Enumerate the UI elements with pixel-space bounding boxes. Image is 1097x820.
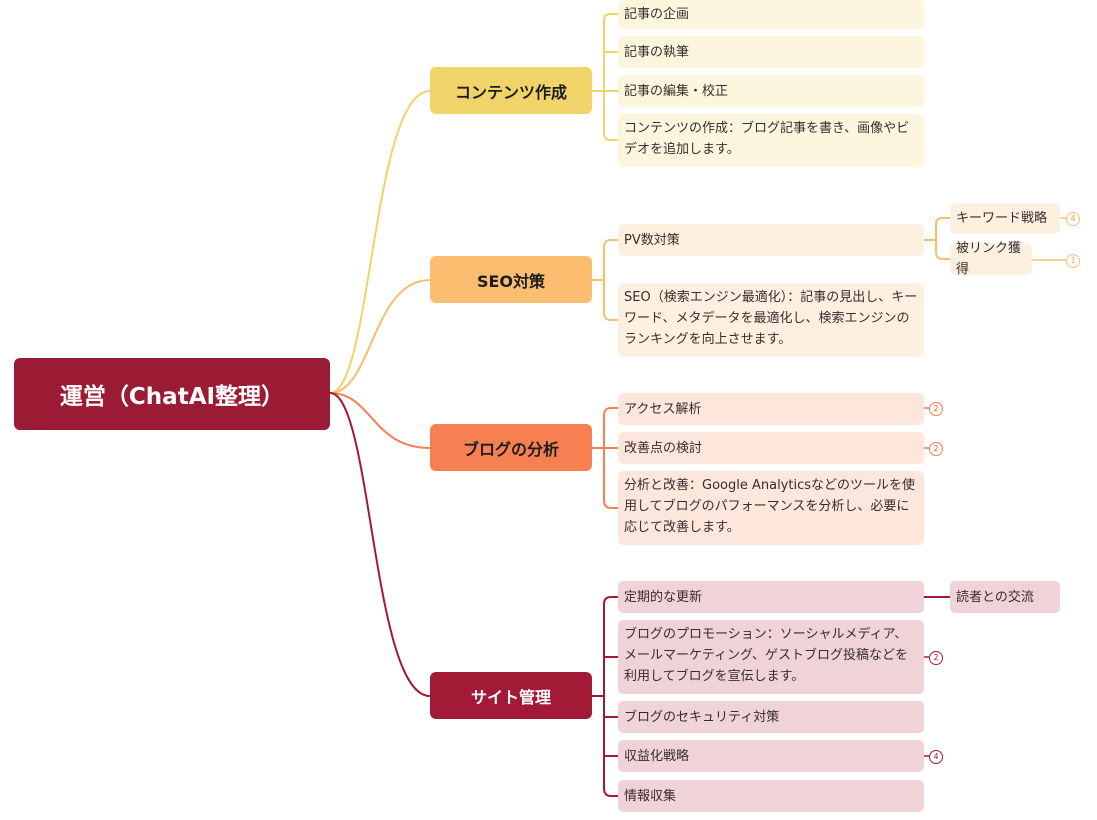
leaf-promotion-desc[interactable]: ブログのプロモーション：ソーシャルメディア、メールマーケティング、ゲストブログ投… (618, 620, 924, 694)
edges-badges (924, 217, 1066, 757)
edges-seo-leaves (592, 217, 950, 321)
edges-site-leaves (592, 596, 950, 797)
branch-site-management[interactable]: サイト管理 (430, 672, 592, 719)
leaf-article-planning[interactable]: 記事の企画 (618, 0, 924, 29)
edge-root-site (329, 392, 431, 697)
branch-content-creation[interactable]: コンテンツ作成 (430, 67, 592, 114)
leaf-information-gathering[interactable]: 情報収集 (618, 780, 924, 812)
leaf-access-analysis[interactable]: アクセス解析 (618, 393, 924, 425)
leaf-pv-measures[interactable]: PV数対策 (618, 224, 924, 256)
leaf-backlink-acquisition[interactable]: 被リンク獲得 (950, 241, 1032, 277)
branch-seo[interactable]: SEO対策 (430, 256, 592, 303)
edges-analysis-leaves (592, 407, 618, 509)
leaf-content-creation-desc[interactable]: コンテンツの作成：ブログ記事を書き、画像やビデオを追加します。 (618, 114, 924, 167)
count-badge-backlink[interactable]: 1 (1066, 254, 1080, 268)
leaf-seo-desc[interactable]: SEO（検索エンジン最適化）：記事の見出し、キーワード、メタデータを最適化し、検… (618, 283, 924, 357)
count-badge-monetization[interactable]: 4 (929, 750, 943, 764)
leaf-reader-interaction[interactable]: 読者との交流 (950, 581, 1060, 613)
edges-content-leaves (592, 13, 618, 141)
leaf-improvement-review[interactable]: 改善点の検討 (618, 432, 924, 464)
leaf-analysis-desc[interactable]: 分析と改善：Google Analyticsなどのツールを使用してブログのパフォ… (618, 471, 924, 545)
edge-root-seo (329, 279, 431, 394)
count-badge-access-analysis[interactable]: 2 (929, 402, 943, 416)
leaf-keyword-strategy[interactable]: キーワード戦略 (950, 203, 1060, 234)
root-topic[interactable]: 運営（ChatAI整理） (14, 358, 330, 430)
edge-root-content (329, 90, 431, 394)
count-badge-improvement-review[interactable]: 2 (929, 442, 943, 456)
leaf-article-writing[interactable]: 記事の執筆 (618, 36, 924, 68)
leaf-monetization-strategy[interactable]: 収益化戦略 (618, 740, 924, 772)
count-badge-promotion[interactable]: 2 (929, 651, 943, 665)
leaf-article-editing[interactable]: 記事の編集・校正 (618, 75, 924, 107)
edge-root-analysis (329, 392, 431, 449)
leaf-blog-security[interactable]: ブログのセキュリティ対策 (618, 701, 924, 733)
count-badge-keyword-strategy[interactable]: 4 (1066, 212, 1080, 226)
leaf-regular-updates[interactable]: 定期的な更新 (618, 581, 924, 613)
branch-blog-analysis[interactable]: ブログの分析 (430, 424, 592, 471)
